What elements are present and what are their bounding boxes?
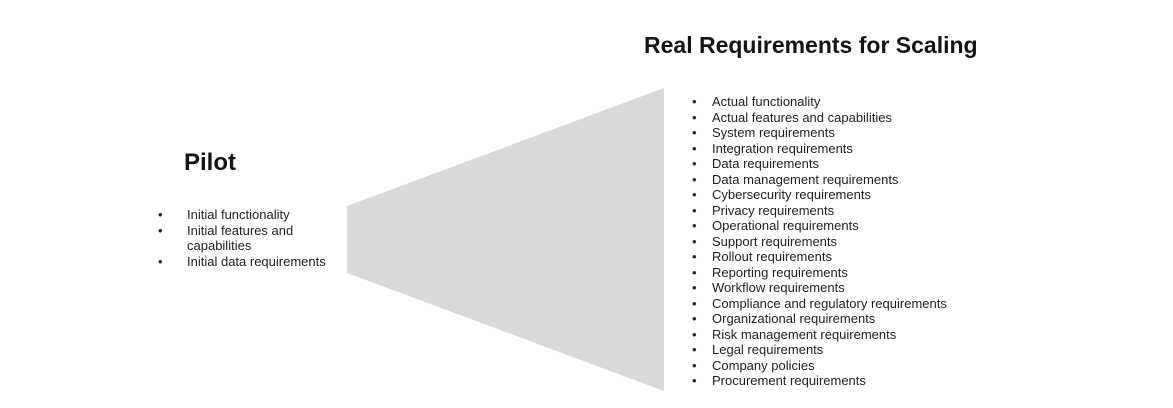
pilot-item-text: Initial features and capabilities: [187, 222, 294, 254]
funnel-polygon: [347, 88, 664, 391]
list-item: • Compliance and regulatory requirements: [692, 296, 992, 312]
bullet-icon: •: [692, 202, 697, 218]
scaling-item-text: Company policies: [712, 357, 815, 373]
scaling-item-text: Support requirements: [712, 233, 838, 249]
bullet-icon: •: [692, 373, 697, 388]
scaling-list: • Actual functionality • Actual features…: [692, 94, 992, 389]
bullet-icon: •: [692, 218, 697, 233]
list-item: • Procurement requirements: [692, 373, 992, 389]
list-item: • Operational requirements: [692, 218, 992, 234]
list-item: • Initial functionality: [158, 207, 333, 223]
list-item: • Risk management requirements: [692, 327, 992, 343]
bullet-icon: •: [692, 357, 697, 373]
list-item: • Privacy requirements: [692, 203, 992, 219]
list-item: • System requirements: [692, 125, 992, 141]
list-item: • Cybersecurity requirements: [692, 187, 992, 203]
scaling-item-text: Procurement requirements: [712, 373, 866, 388]
list-item: • Data management requirements: [692, 172, 992, 188]
bullet-icon: •: [692, 171, 697, 187]
list-item: • Initial features and capabilities: [158, 223, 333, 254]
pilot-item-text: Initial data requirements: [187, 253, 326, 269]
scaling-item-text: Cybersecurity requirements: [712, 187, 871, 202]
bullet-icon: •: [692, 342, 697, 357]
bullet-icon: •: [692, 264, 697, 280]
scaling-item-text: Risk management requirements: [712, 326, 897, 342]
bullet-icon: •: [692, 156, 697, 171]
list-item: • Support requirements: [692, 234, 992, 250]
scaling-item-text: Actual features and capabilities: [712, 109, 892, 125]
bullet-icon: •: [692, 326, 697, 342]
bullet-icon: •: [692, 280, 697, 295]
bullet-icon: •: [692, 249, 697, 264]
list-item: • Company policies: [692, 358, 992, 374]
scaling-title: Real Requirements for Scaling: [644, 32, 978, 58]
list-item: • Integration requirements: [692, 141, 992, 157]
scaling-item-text: Data requirements: [712, 156, 819, 171]
scaling-item-text: Actual functionality: [712, 94, 821, 109]
pilot-title: Pilot: [184, 149, 236, 176]
scaling-item-text: Integration requirements: [712, 140, 853, 156]
scaling-item-text: Workflow requirements: [712, 280, 845, 295]
list-item: • Data requirements: [692, 156, 992, 172]
scaling-item-text: Privacy requirements: [712, 202, 835, 218]
list-item: • Rollout requirements: [692, 249, 992, 265]
bullet-icon: •: [692, 295, 697, 311]
bullet-icon: •: [692, 311, 697, 326]
bullet-icon: •: [158, 253, 163, 269]
scaling-item-text: System requirements: [712, 125, 835, 140]
list-item: • Actual functionality: [692, 94, 992, 110]
pilot-item-text: Initial functionality: [187, 207, 290, 222]
scaling-item-text: Compliance and regulatory requirements: [712, 295, 947, 311]
scaling-item-text: Reporting requirements: [712, 264, 848, 280]
bullet-icon: •: [692, 94, 697, 109]
bullet-icon: •: [158, 222, 163, 238]
scaling-item-text: Organizational requirements: [712, 311, 876, 326]
bullet-icon: •: [158, 207, 163, 222]
bullet-icon: •: [692, 233, 697, 249]
bullet-icon: •: [692, 140, 697, 156]
list-item: • Workflow requirements: [692, 280, 992, 296]
list-item: • Organizational requirements: [692, 311, 992, 327]
scaling-item-text: Data management requirements: [712, 171, 899, 187]
scaling-item-text: Rollout requirements: [712, 249, 832, 264]
scaling-item-text: Legal requirements: [712, 342, 824, 357]
list-item: • Initial data requirements: [158, 254, 333, 270]
bullet-icon: •: [692, 109, 697, 125]
list-item: • Actual features and capabilities: [692, 110, 992, 126]
list-item: • Legal requirements: [692, 342, 992, 358]
bullet-icon: •: [692, 125, 697, 140]
pilot-list: • Initial functionality • Initial featur…: [158, 207, 333, 269]
scaling-item-text: Operational requirements: [712, 218, 859, 233]
list-item: • Reporting requirements: [692, 265, 992, 281]
bullet-icon: •: [692, 187, 697, 202]
